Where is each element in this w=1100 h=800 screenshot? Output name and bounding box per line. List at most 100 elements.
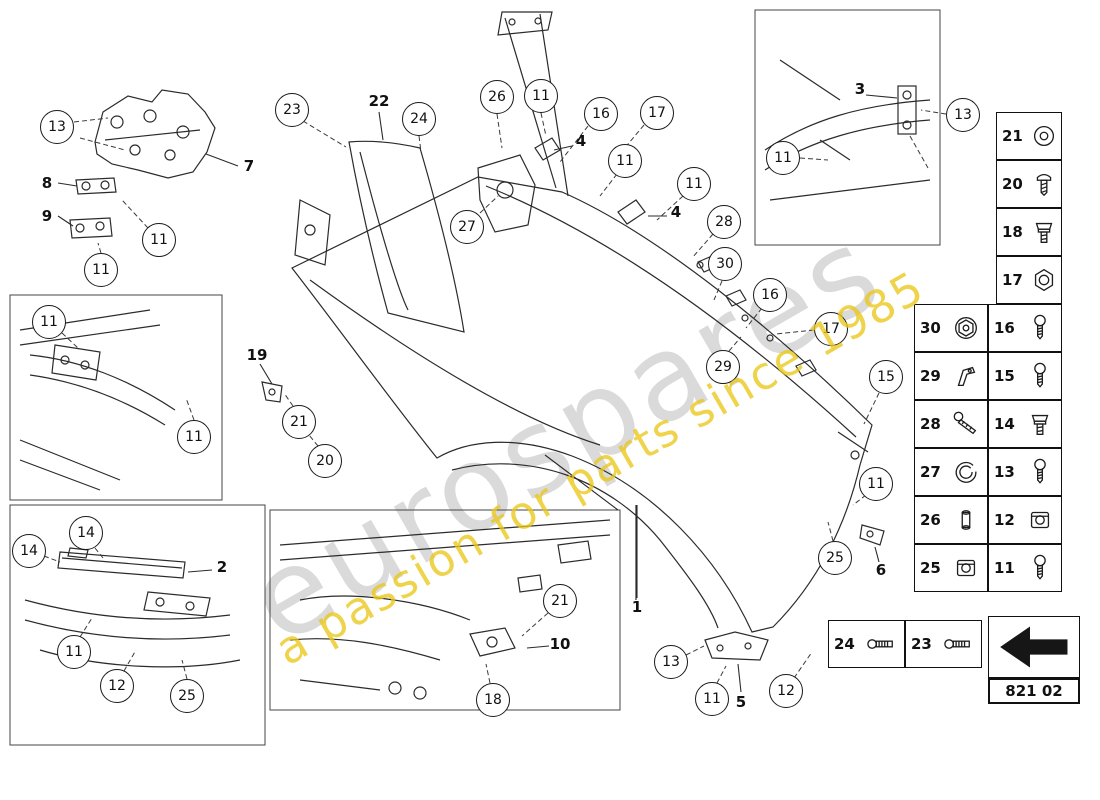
parts-table-cell-25[interactable]: 25 [914, 544, 988, 592]
item-label-5: 5 [735, 693, 747, 711]
item-label-2: 2 [216, 558, 228, 576]
inset-box-bottom-middle [269, 509, 621, 711]
callout-25[interactable]: 25 [818, 541, 852, 575]
parts-table-cell-15[interactable]: 15 [988, 352, 1062, 400]
callout-11[interactable]: 11 [859, 467, 893, 501]
callout-16[interactable]: 16 [584, 97, 618, 131]
clip-nut-icon [944, 553, 987, 583]
callout-24[interactable]: 24 [402, 102, 436, 136]
item-label-4: 4 [670, 203, 682, 221]
part-item-number: 18 [1002, 223, 1023, 241]
part-item-number: 29 [920, 367, 941, 385]
parts-table-cell-27[interactable]: 27 [914, 448, 988, 496]
clip-icon [944, 361, 987, 391]
hex-nut-icon [1026, 265, 1061, 295]
callout-15[interactable]: 15 [869, 360, 903, 394]
item-label-6: 6 [875, 561, 887, 579]
part-item-number: 15 [994, 367, 1015, 385]
flange-nut-icon [944, 313, 987, 343]
parts-table-cell-29[interactable]: 29 [914, 352, 988, 400]
callout-11[interactable]: 11 [84, 253, 118, 287]
callout-16[interactable]: 16 [753, 278, 787, 312]
fender-outline [261, 11, 885, 661]
callout-17[interactable]: 17 [814, 312, 848, 346]
parts-table-cell-18[interactable]: 18 [996, 208, 1062, 256]
clip-nut-icon [1018, 505, 1061, 535]
callout-11[interactable]: 11 [32, 305, 66, 339]
callout-13[interactable]: 13 [40, 110, 74, 144]
parts-table-cell-17[interactable]: 17 [996, 256, 1062, 304]
callout-13[interactable]: 13 [946, 98, 980, 132]
callout-21[interactable]: 21 [282, 405, 316, 439]
part-item-number: 26 [920, 511, 941, 529]
screw-icon [1018, 313, 1061, 343]
callout-25[interactable]: 25 [170, 679, 204, 713]
long-screw-icon [944, 409, 987, 439]
callout-12[interactable]: 12 [769, 674, 803, 708]
callout-11[interactable]: 11 [695, 682, 729, 716]
callout-11[interactable]: 11 [524, 79, 558, 113]
callout-11[interactable]: 11 [608, 144, 642, 178]
callout-29[interactable]: 29 [706, 350, 740, 384]
screw-icon [1018, 457, 1061, 487]
callout-11[interactable]: 11 [177, 420, 211, 454]
callout-18[interactable]: 18 [476, 683, 510, 717]
parts-table-cell-11[interactable]: 11 [988, 544, 1062, 592]
parts-table-cell-13[interactable]: 13 [988, 448, 1062, 496]
callout-11[interactable]: 11 [57, 635, 91, 669]
callout-13[interactable]: 13 [654, 645, 688, 679]
inset-box-left [9, 294, 223, 501]
parts-table-cell-12[interactable]: 12 [988, 496, 1062, 544]
callout-27[interactable]: 27 [450, 210, 484, 244]
parts-table-cell-28[interactable]: 28 [914, 400, 988, 448]
item-label-10: 10 [549, 635, 571, 653]
part-item-number: 12 [994, 511, 1015, 529]
part-item-number: 27 [920, 463, 941, 481]
parts-table-cell-30[interactable]: 30 [914, 304, 988, 352]
screw-icon [1018, 553, 1061, 583]
pan-screw-icon [1026, 169, 1061, 199]
inset-box-top-right [754, 9, 941, 246]
callout-12[interactable]: 12 [100, 669, 134, 703]
parts-table-cell-20[interactable]: 20 [996, 160, 1062, 208]
callout-20[interactable]: 20 [308, 444, 342, 478]
inset-bottom-middle-detail [279, 519, 611, 700]
callout-28[interactable]: 28 [707, 205, 741, 239]
parts-table-cell-14[interactable]: 14 [988, 400, 1062, 448]
item-label-7: 7 [243, 157, 255, 175]
callout-14[interactable]: 14 [12, 534, 46, 568]
callout-11[interactable]: 11 [766, 141, 800, 175]
long-bolt-icon [935, 629, 981, 659]
parts-table-cell-23[interactable]: 23 [905, 620, 982, 668]
callout-14[interactable]: 14 [69, 516, 103, 550]
item-label-3: 3 [854, 80, 866, 98]
part-item-number: 13 [994, 463, 1015, 481]
callout-21[interactable]: 21 [543, 584, 577, 618]
item-label-19: 19 [246, 346, 268, 364]
parts-table-cell-24[interactable]: 24 [828, 620, 905, 668]
callout-30[interactable]: 30 [708, 247, 742, 281]
parts-table-cell-21[interactable]: 21 [996, 112, 1062, 160]
long-bolt-icon [858, 629, 904, 659]
callout-11[interactable]: 11 [142, 223, 176, 257]
page-code: 821 02 [988, 678, 1080, 704]
callout-17[interactable]: 17 [640, 96, 674, 130]
parts-table-cell-26[interactable]: 26 [914, 496, 988, 544]
part-item-number: 11 [994, 559, 1015, 577]
part-item-number: 25 [920, 559, 941, 577]
sleeve-icon [944, 505, 987, 535]
callout-26[interactable]: 26 [480, 80, 514, 114]
callout-23[interactable]: 23 [275, 93, 309, 127]
washer-icon [1026, 121, 1061, 151]
hex-bolt-icon [1018, 409, 1061, 439]
screw-icon [1018, 361, 1061, 391]
part-item-number: 28 [920, 415, 941, 433]
parts-table-cell-16[interactable]: 16 [988, 304, 1062, 352]
direction-arrow-icon [1000, 626, 1068, 668]
item-label-9: 9 [41, 207, 53, 225]
callout-11[interactable]: 11 [677, 167, 711, 201]
leader-lines-solid [57, 94, 898, 693]
part-item-number: 17 [1002, 271, 1023, 289]
